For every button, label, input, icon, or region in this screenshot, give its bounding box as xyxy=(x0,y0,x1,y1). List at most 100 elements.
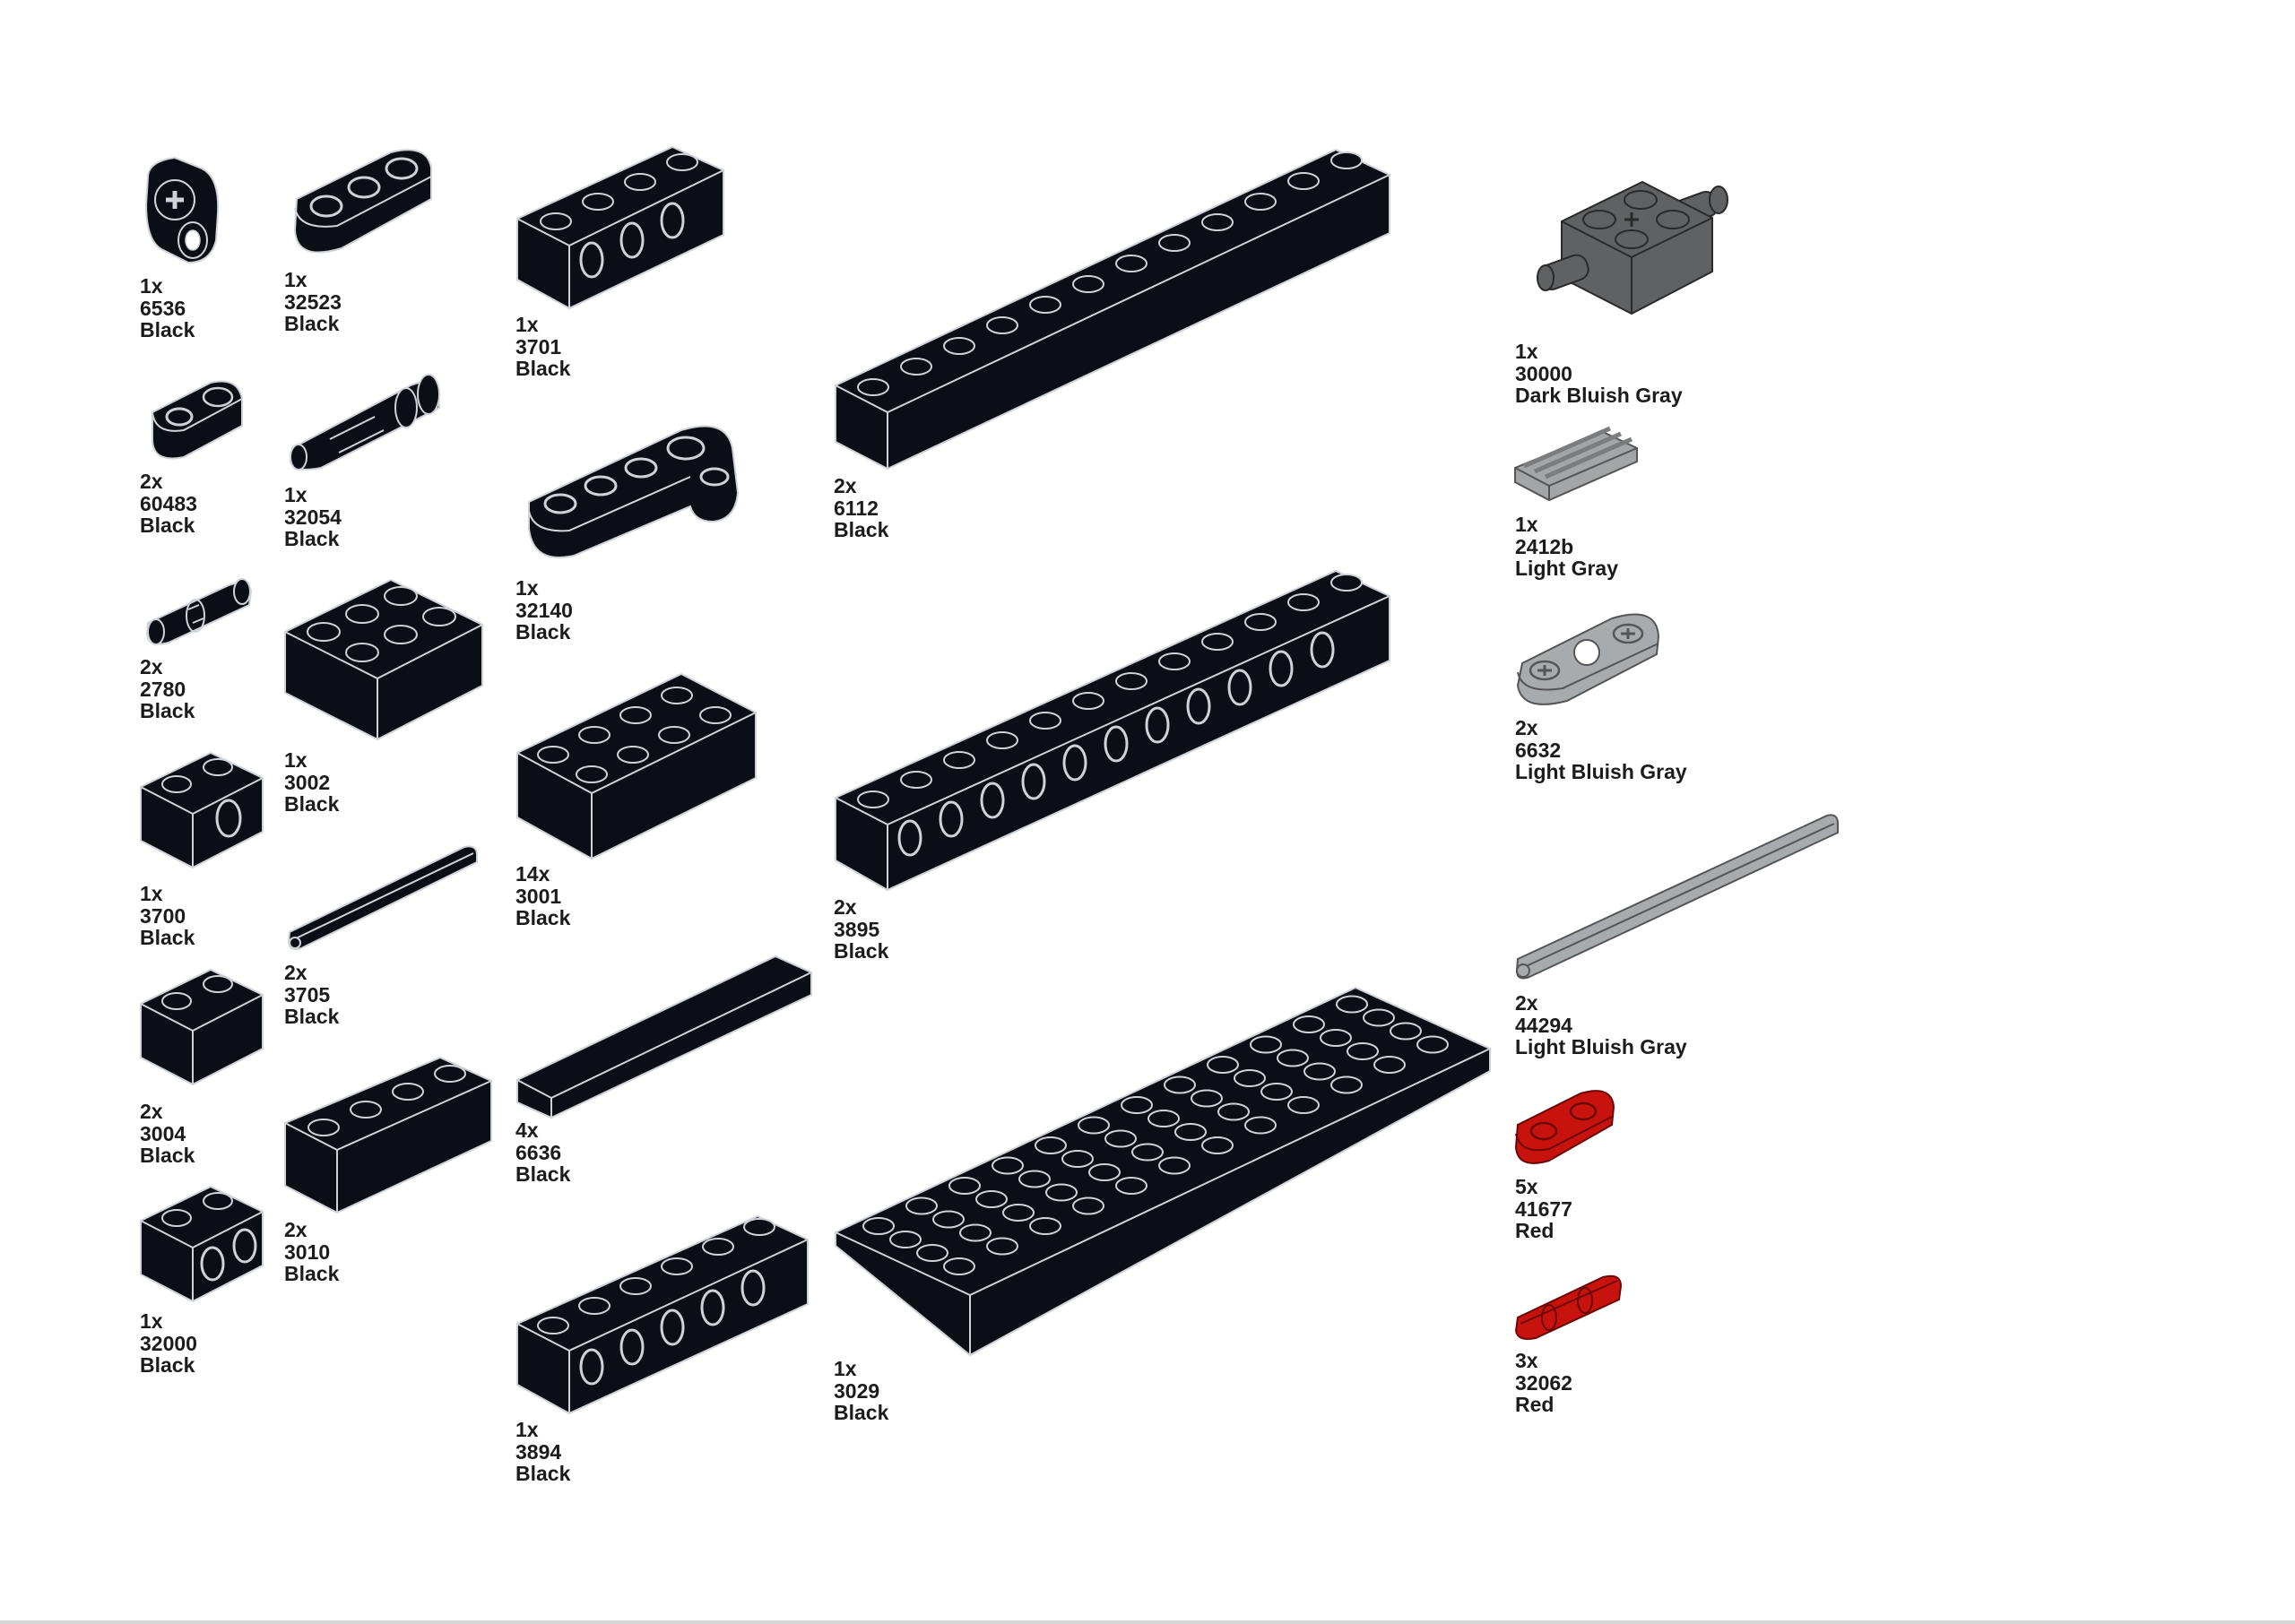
part-quantity: 5x xyxy=(1515,1175,1538,1198)
part-32062-image xyxy=(1513,1268,1625,1344)
part-color: Black xyxy=(284,312,340,335)
part-color: Red xyxy=(1515,1393,1555,1416)
part-3895-image xyxy=(834,569,1390,892)
part-quantity: 1x xyxy=(515,313,539,336)
part-32000-image xyxy=(139,1185,264,1306)
part-quantity: 2x xyxy=(834,474,857,497)
part-quantity: 1x xyxy=(140,882,163,905)
part-3002-label: 1x 3002 Black xyxy=(284,749,339,816)
part-6536-image xyxy=(139,151,220,269)
part-number: 32140 xyxy=(515,598,573,622)
part-30000-label: 1x 30000 Dark Bluish Gray xyxy=(1515,341,1683,407)
part-41677-image xyxy=(1513,1084,1616,1170)
part-32062-label: 3x 32062 Red xyxy=(1515,1350,1572,1416)
part-3010-image xyxy=(283,1056,494,1217)
part-number: 6112 xyxy=(834,496,879,520)
part-quantity: 2x xyxy=(834,895,857,919)
part-quantity: 2x xyxy=(140,470,163,493)
part-3010-label: 2x 3010 Black xyxy=(284,1219,339,1285)
part-44294-label: 2x 44294 Light Bluish Gray xyxy=(1515,992,1687,1058)
part-quantity: 1x xyxy=(515,1418,539,1441)
part-color: Black xyxy=(140,514,195,537)
part-number: 41677 xyxy=(1515,1196,1572,1221)
part-60483-label: 2x 60483 Black xyxy=(140,471,197,537)
part-quantity: 1x xyxy=(140,1309,163,1333)
part-quantity: 2x xyxy=(284,961,307,984)
part-number: 3700 xyxy=(140,903,186,928)
part-3705-image xyxy=(285,842,481,955)
part-quantity: 1x xyxy=(1515,340,1538,363)
part-number: 6636 xyxy=(515,1140,562,1164)
part-color: Black xyxy=(140,318,195,341)
part-6636-image xyxy=(515,955,813,1120)
part-number: 3001 xyxy=(515,884,562,908)
part-number: 3705 xyxy=(284,982,331,1006)
part-number: 44294 xyxy=(1515,1013,1572,1037)
part-number: 3029 xyxy=(834,1378,880,1403)
part-number: 2780 xyxy=(140,677,186,701)
part-number: 32523 xyxy=(284,289,342,314)
part-3700-image xyxy=(139,751,264,872)
part-3004-image xyxy=(139,968,264,1089)
part-32054-image xyxy=(285,367,446,475)
part-quantity: 14x xyxy=(515,862,550,885)
part-number: 32062 xyxy=(1515,1370,1572,1395)
part-number: 6632 xyxy=(1515,738,1562,762)
part-6112-label: 2x 6112 Black xyxy=(834,475,888,541)
part-color: Black xyxy=(515,357,571,380)
part-number: 3010 xyxy=(284,1240,331,1264)
part-number: 3002 xyxy=(284,770,331,794)
part-2780-label: 2x 2780 Black xyxy=(140,656,195,722)
part-quantity: 1x xyxy=(284,483,307,506)
part-41677-label: 5x 41677 Red xyxy=(1515,1176,1572,1242)
part-quantity: 1x xyxy=(284,268,307,291)
part-32523-image xyxy=(292,145,436,266)
part-number: 6536 xyxy=(140,296,186,320)
part-number: 60483 xyxy=(140,491,197,515)
part-color: Black xyxy=(140,699,195,722)
part-quantity: 1x xyxy=(284,748,307,772)
part-3002-image xyxy=(283,578,485,744)
part-color: Black xyxy=(515,1462,571,1485)
part-6536-label: 1x 6536 Black xyxy=(140,275,195,341)
part-32000-label: 1x 32000 Black xyxy=(140,1310,197,1377)
part-6636-label: 4x 6636 Black xyxy=(515,1119,570,1186)
part-3894-image xyxy=(515,1214,811,1416)
part-color: Black xyxy=(834,1401,889,1424)
part-quantity: 2x xyxy=(1515,716,1538,739)
part-number: 3004 xyxy=(140,1121,186,1145)
part-2412b-image xyxy=(1513,426,1639,506)
part-quantity: 2x xyxy=(140,1100,163,1123)
part-32523-label: 1x 32523 Black xyxy=(284,269,342,335)
part-color: Red xyxy=(1515,1219,1555,1242)
part-number: 3701 xyxy=(515,334,562,358)
part-60483-image xyxy=(148,372,247,466)
part-color: Black xyxy=(515,1162,571,1186)
part-2780-image xyxy=(143,569,255,650)
part-quantity: 1x xyxy=(140,274,163,298)
part-number: 2412b xyxy=(1515,534,1574,558)
part-number: 3894 xyxy=(515,1439,562,1464)
part-color: Light Gray xyxy=(1515,557,1619,580)
part-3701-image xyxy=(515,145,726,311)
part-3001-label: 14x 3001 Black xyxy=(515,863,570,929)
part-30000-image xyxy=(1535,166,1736,323)
part-color: Black xyxy=(140,926,195,949)
page-bottom-border xyxy=(0,1620,2295,1624)
part-quantity: 4x xyxy=(515,1119,539,1142)
part-quantity: 2x xyxy=(1515,991,1538,1015)
part-2412b-label: 1x 2412b Light Gray xyxy=(1515,514,1618,580)
part-color: Dark Bluish Gray xyxy=(1515,384,1683,407)
part-number: 32000 xyxy=(140,1331,197,1355)
part-color: Black xyxy=(284,1262,340,1285)
part-color: Light Bluish Gray xyxy=(1515,760,1687,783)
part-color: Black xyxy=(515,906,571,929)
part-color: Black xyxy=(515,620,571,644)
part-3894-label: 1x 3894 Black xyxy=(515,1419,570,1485)
part-6632-image xyxy=(1513,609,1661,713)
part-3705-label: 2x 3705 Black xyxy=(284,962,339,1028)
part-3029-image xyxy=(834,986,1493,1358)
part-quantity: 1x xyxy=(1515,513,1538,536)
part-32140-label: 1x 32140 Black xyxy=(515,577,573,644)
